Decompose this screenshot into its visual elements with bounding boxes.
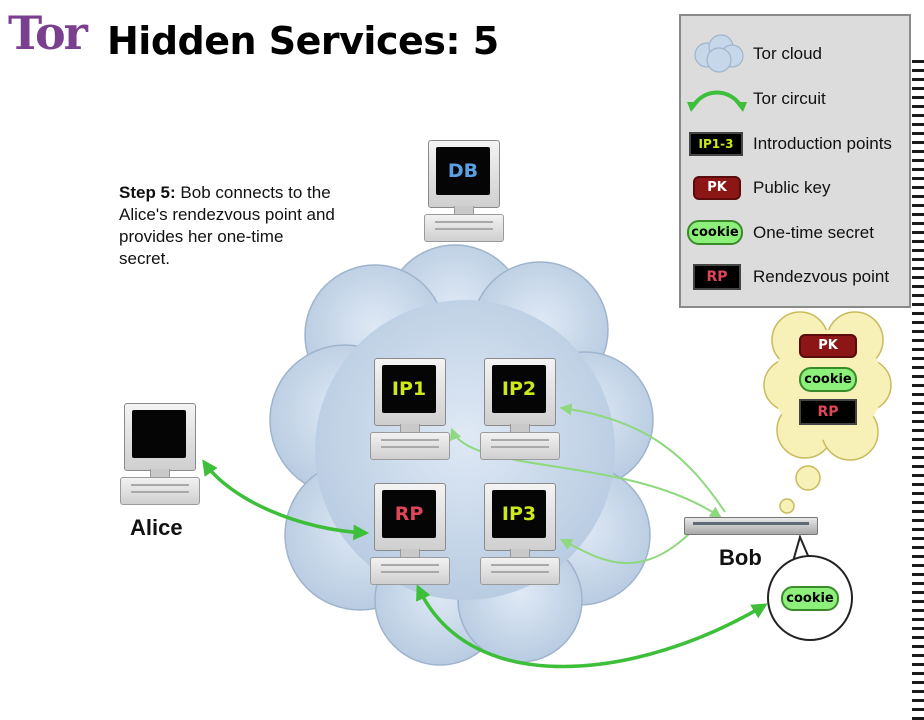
rp-computer: RP bbox=[370, 483, 450, 591]
ip-badge-icon: IP1-3 bbox=[689, 132, 743, 156]
rp-screen-label: RP bbox=[382, 490, 436, 538]
thought-pk-badge: PK bbox=[799, 334, 857, 358]
tor-logo: Tor bbox=[8, 6, 88, 60]
legend: Tor cloud Tor circuit IP1-3 Introduction… bbox=[679, 14, 911, 308]
double-arrow-icon bbox=[687, 90, 747, 112]
ip1-screen-label: IP1 bbox=[382, 365, 436, 413]
db-server: DB bbox=[424, 140, 504, 248]
legend-label-rendezvous-point: Rendezvous point bbox=[753, 267, 890, 286]
step-text: Bob connects to the Alice's rendezvous p… bbox=[119, 183, 335, 268]
bob-label: Bob bbox=[719, 545, 762, 570]
ip3-screen-label: IP3 bbox=[492, 490, 546, 538]
legend-label-one-time-secret: One-time secret bbox=[753, 223, 874, 242]
legend-label-tor-circuit: Tor circuit bbox=[753, 89, 826, 108]
circuit-bob-rp bbox=[416, 584, 768, 669]
legend-label-public-key: Public key bbox=[753, 178, 831, 197]
legend-label-tor-cloud: Tor cloud bbox=[753, 44, 822, 63]
alice-label: Alice bbox=[130, 515, 183, 540]
circuit-bob-ip1 bbox=[450, 427, 722, 519]
cookie-badge-icon: cookie bbox=[687, 220, 743, 245]
step-description: Step 5: Bob connects to the Alice's rend… bbox=[119, 182, 339, 270]
ip1-computer: IP1 bbox=[370, 358, 450, 466]
circuit-bob-ip2 bbox=[559, 403, 726, 513]
thought-rp-badge: RP bbox=[799, 399, 857, 425]
rp-badge-icon: RP bbox=[693, 264, 741, 290]
ip2-computer: IP2 bbox=[480, 358, 560, 466]
pk-badge-icon: PK bbox=[693, 176, 741, 200]
legend-label-introduction-points: Introduction points bbox=[753, 134, 892, 153]
ip3-computer: IP3 bbox=[480, 483, 560, 591]
speech-cookie-badge: cookie bbox=[781, 586, 839, 611]
bob-laptop bbox=[684, 517, 818, 535]
step-label: Step 5: bbox=[119, 183, 176, 202]
page-title: Hidden Services: 5 bbox=[107, 19, 499, 63]
ip2-screen-label: IP2 bbox=[492, 365, 546, 413]
db-screen-label: DB bbox=[436, 147, 490, 195]
alice-computer bbox=[120, 403, 200, 511]
circuit-alice-rp bbox=[202, 459, 370, 541]
alice-screen bbox=[132, 410, 186, 458]
right-edge-strip bbox=[912, 60, 924, 720]
cloud-icon bbox=[694, 34, 744, 73]
tor-cloud-icon bbox=[269, 244, 654, 666]
thought-cookie-badge: cookie bbox=[799, 367, 857, 392]
circuit-bob-ip3 bbox=[559, 527, 696, 564]
